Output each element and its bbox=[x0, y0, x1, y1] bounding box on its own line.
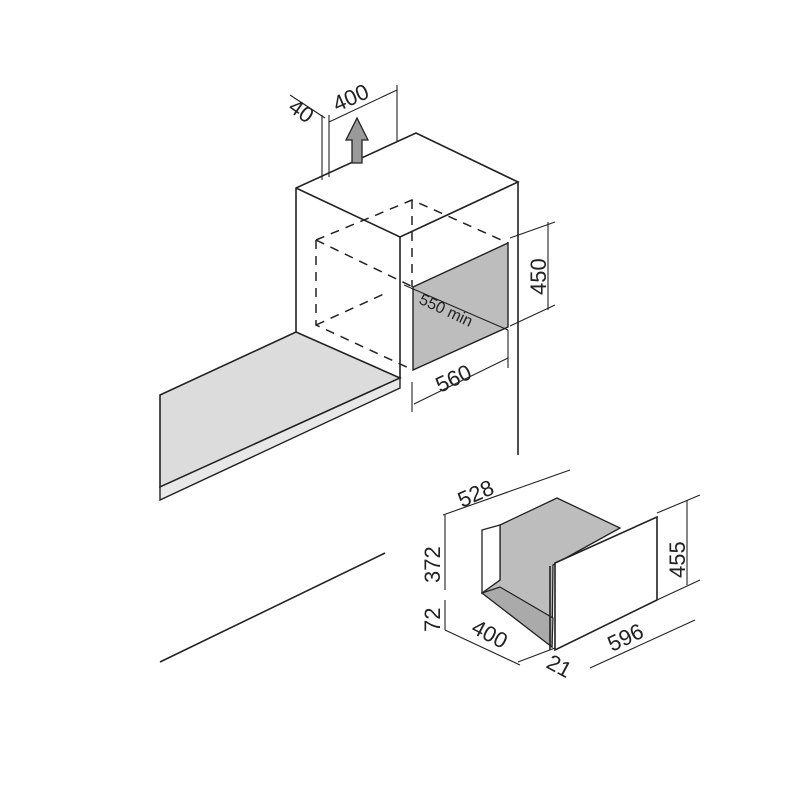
dim-lower-depth: 528 bbox=[454, 475, 498, 513]
dim-lower-side-depth: 400 bbox=[468, 614, 512, 653]
countertop bbox=[159, 331, 402, 663]
lower-unit bbox=[442, 469, 701, 669]
dim-lower-base-height: 72 bbox=[420, 608, 445, 632]
dim-niche-height: 450 bbox=[526, 258, 551, 295]
upper-cabinet bbox=[289, 85, 556, 455]
dim-lower-height: 455 bbox=[665, 541, 690, 578]
dim-lower-front-thickness: 21 bbox=[543, 649, 576, 683]
dim-lower-width: 596 bbox=[604, 618, 648, 656]
dim-vent-depth: 400 bbox=[329, 79, 373, 117]
niche-gray bbox=[412, 241, 509, 372]
dim-vent-gap: 40 bbox=[284, 94, 318, 129]
dim-lower-inner-height: 372 bbox=[420, 546, 445, 583]
vent-arrow-icon bbox=[344, 116, 370, 164]
